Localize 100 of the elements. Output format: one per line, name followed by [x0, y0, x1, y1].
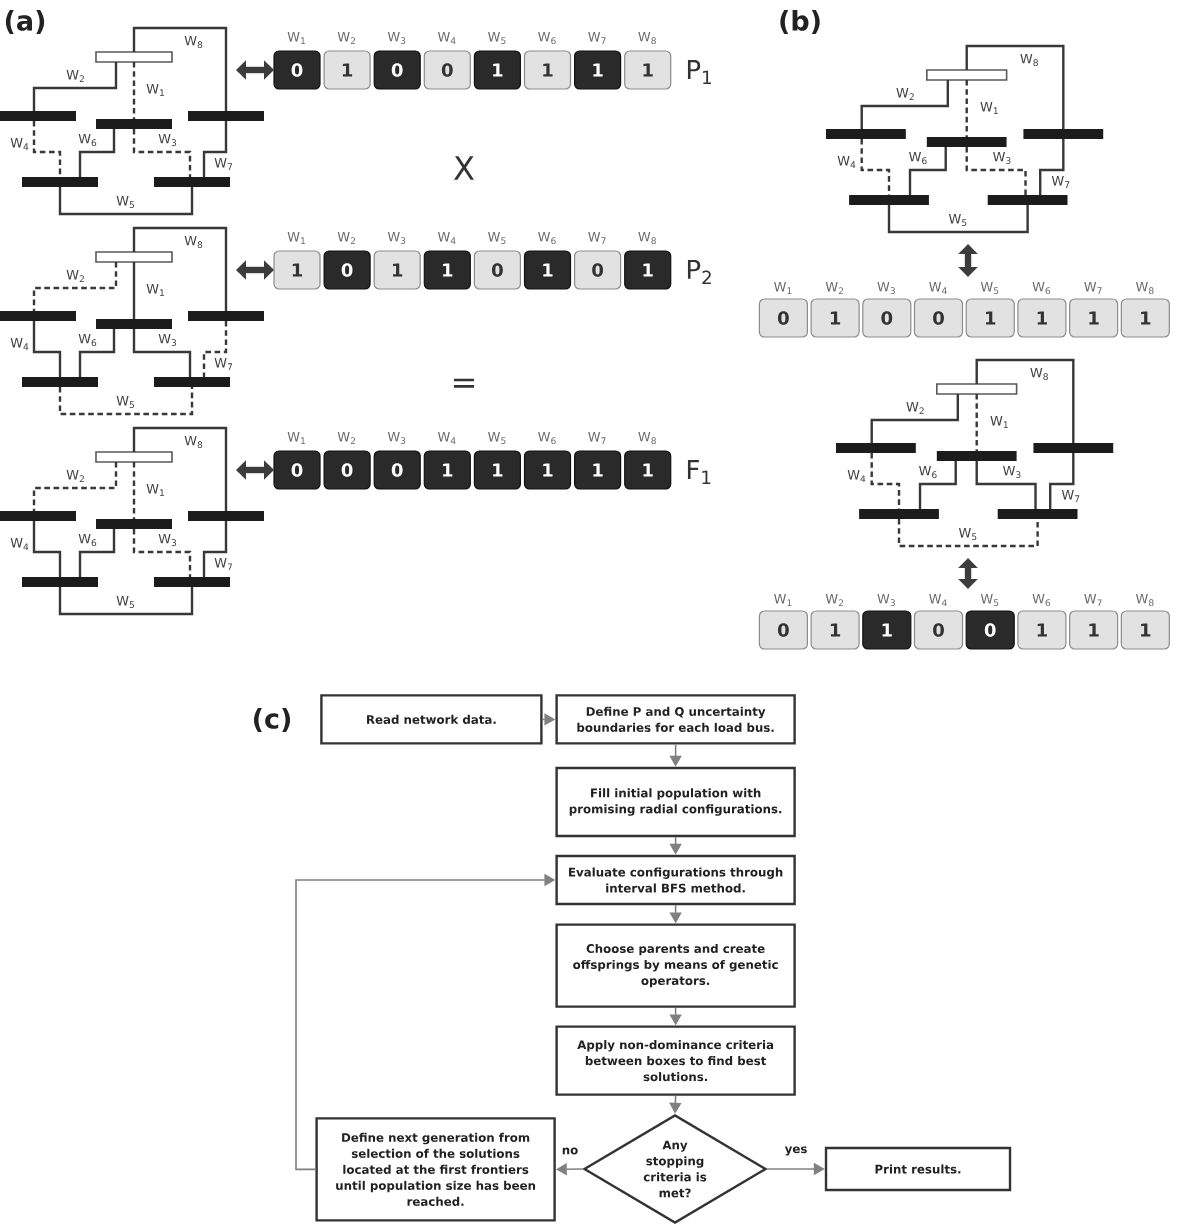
bus-bar	[95, 51, 173, 63]
bit-cell: 1	[523, 250, 572, 290]
dashed-branch-line	[32, 262, 118, 311]
bit-cell: 0	[913, 610, 964, 650]
bit-cell: 1	[1017, 298, 1067, 338]
operator-sign: =	[454, 378, 475, 388]
bit-cell: 1	[523, 50, 572, 90]
dashed-branch-line	[132, 62, 136, 119]
bus-bar	[188, 511, 264, 521]
bit-cell: 1	[574, 50, 622, 90]
dashed-branch-line	[58, 387, 194, 416]
bus-bar	[1033, 443, 1114, 453]
bit-cell: 1	[523, 450, 572, 490]
bus-bar	[836, 443, 916, 453]
bus-bar	[936, 451, 1017, 461]
bit-cell: 1	[1120, 298, 1170, 338]
branch-line	[132, 26, 228, 111]
branch-line	[965, 44, 1065, 129]
panel-label: (b)	[780, 9, 820, 35]
branch-line	[1049, 453, 1075, 509]
bit-cell: 1	[1017, 610, 1067, 650]
bit-cell: 0	[323, 250, 371, 290]
bit-cell: 0	[862, 298, 912, 338]
bit-cell: 0	[473, 250, 521, 290]
bit-cell: 1	[1069, 298, 1119, 338]
dashed-branch-line	[132, 462, 136, 519]
bit-cell: 0	[758, 610, 808, 650]
double-arrow	[958, 244, 978, 277]
branch-line	[78, 329, 116, 377]
panel-label: (c)	[254, 708, 291, 733]
chromosome-label: P$_{1}$	[687, 60, 711, 84]
panel-label: (a)	[5, 10, 45, 35]
branch-line	[975, 461, 1037, 509]
bit-cell: 1	[624, 250, 672, 290]
bus-bar	[1023, 129, 1104, 139]
bus-bar	[849, 195, 929, 205]
bit-cell: 0	[423, 50, 471, 90]
dashed-branch-line	[870, 453, 901, 509]
bit-cell: 0	[373, 50, 421, 90]
bus-bar	[0, 311, 76, 321]
chromosome-label: P$_{2}$	[687, 259, 711, 285]
bit-cell: 1	[273, 250, 321, 290]
bus-bar	[22, 177, 98, 187]
bit-cell: 1	[810, 298, 860, 338]
bus-bar	[859, 509, 939, 519]
bit-cell: 1	[965, 298, 1015, 338]
branch-line	[887, 205, 1029, 234]
bit-cell: 1	[423, 450, 471, 490]
bit-cell: 1	[1069, 610, 1119, 650]
bus-bar	[826, 129, 906, 139]
branch-line	[1039, 139, 1065, 195]
bus-bar	[96, 119, 172, 129]
bit-cell: 1	[574, 450, 622, 490]
branch-line	[32, 62, 118, 111]
bus-bar	[95, 251, 173, 263]
bit-cell: 1	[1120, 610, 1170, 650]
bit-cell: 1	[810, 610, 860, 650]
branch-line	[870, 394, 960, 443]
branch-line	[32, 321, 62, 377]
dashed-branch-line	[32, 462, 118, 511]
bus-bar	[188, 111, 264, 121]
bit-cell: 0	[273, 450, 321, 490]
double-arrow	[236, 60, 274, 80]
dashed-branch-line	[860, 139, 891, 195]
branch-line	[32, 521, 62, 577]
bit-cell: 0	[373, 450, 421, 490]
branch-line	[132, 226, 228, 311]
dashed-branch-line	[202, 321, 228, 377]
branch-line	[132, 262, 136, 319]
bus-bar	[188, 311, 264, 321]
branch-line	[78, 129, 116, 177]
bus-bar	[22, 377, 98, 387]
double-arrow	[958, 558, 978, 589]
bus-bar	[154, 177, 230, 187]
double-arrow	[236, 460, 274, 480]
bus-bar	[96, 519, 172, 529]
branch-line	[975, 358, 1075, 443]
bus-bar	[22, 577, 98, 587]
branch-line	[202, 121, 228, 177]
bus-bar	[96, 319, 172, 329]
bit-cell: 0	[758, 298, 808, 338]
dashed-branch-line	[32, 121, 62, 177]
dashed-branch-line	[132, 129, 192, 177]
bit-cell: 1	[323, 50, 371, 90]
branch-line	[908, 147, 947, 195]
bit-cell: 1	[862, 610, 912, 650]
bit-cell: 1	[624, 450, 672, 490]
bus-bar	[926, 137, 1007, 147]
bit-cell: 0	[323, 450, 371, 490]
bus-bar	[154, 377, 230, 387]
bus-bar	[95, 451, 173, 463]
double-arrow	[236, 260, 274, 280]
branch-line	[58, 187, 194, 216]
branch-line	[918, 461, 957, 509]
bit-cell: 0	[913, 298, 964, 338]
branch-line	[132, 426, 228, 511]
dashed-branch-line	[965, 147, 1027, 195]
bus-bar	[0, 111, 76, 121]
dashed-branch-line	[975, 394, 978, 451]
operator-sign: X	[454, 156, 474, 180]
